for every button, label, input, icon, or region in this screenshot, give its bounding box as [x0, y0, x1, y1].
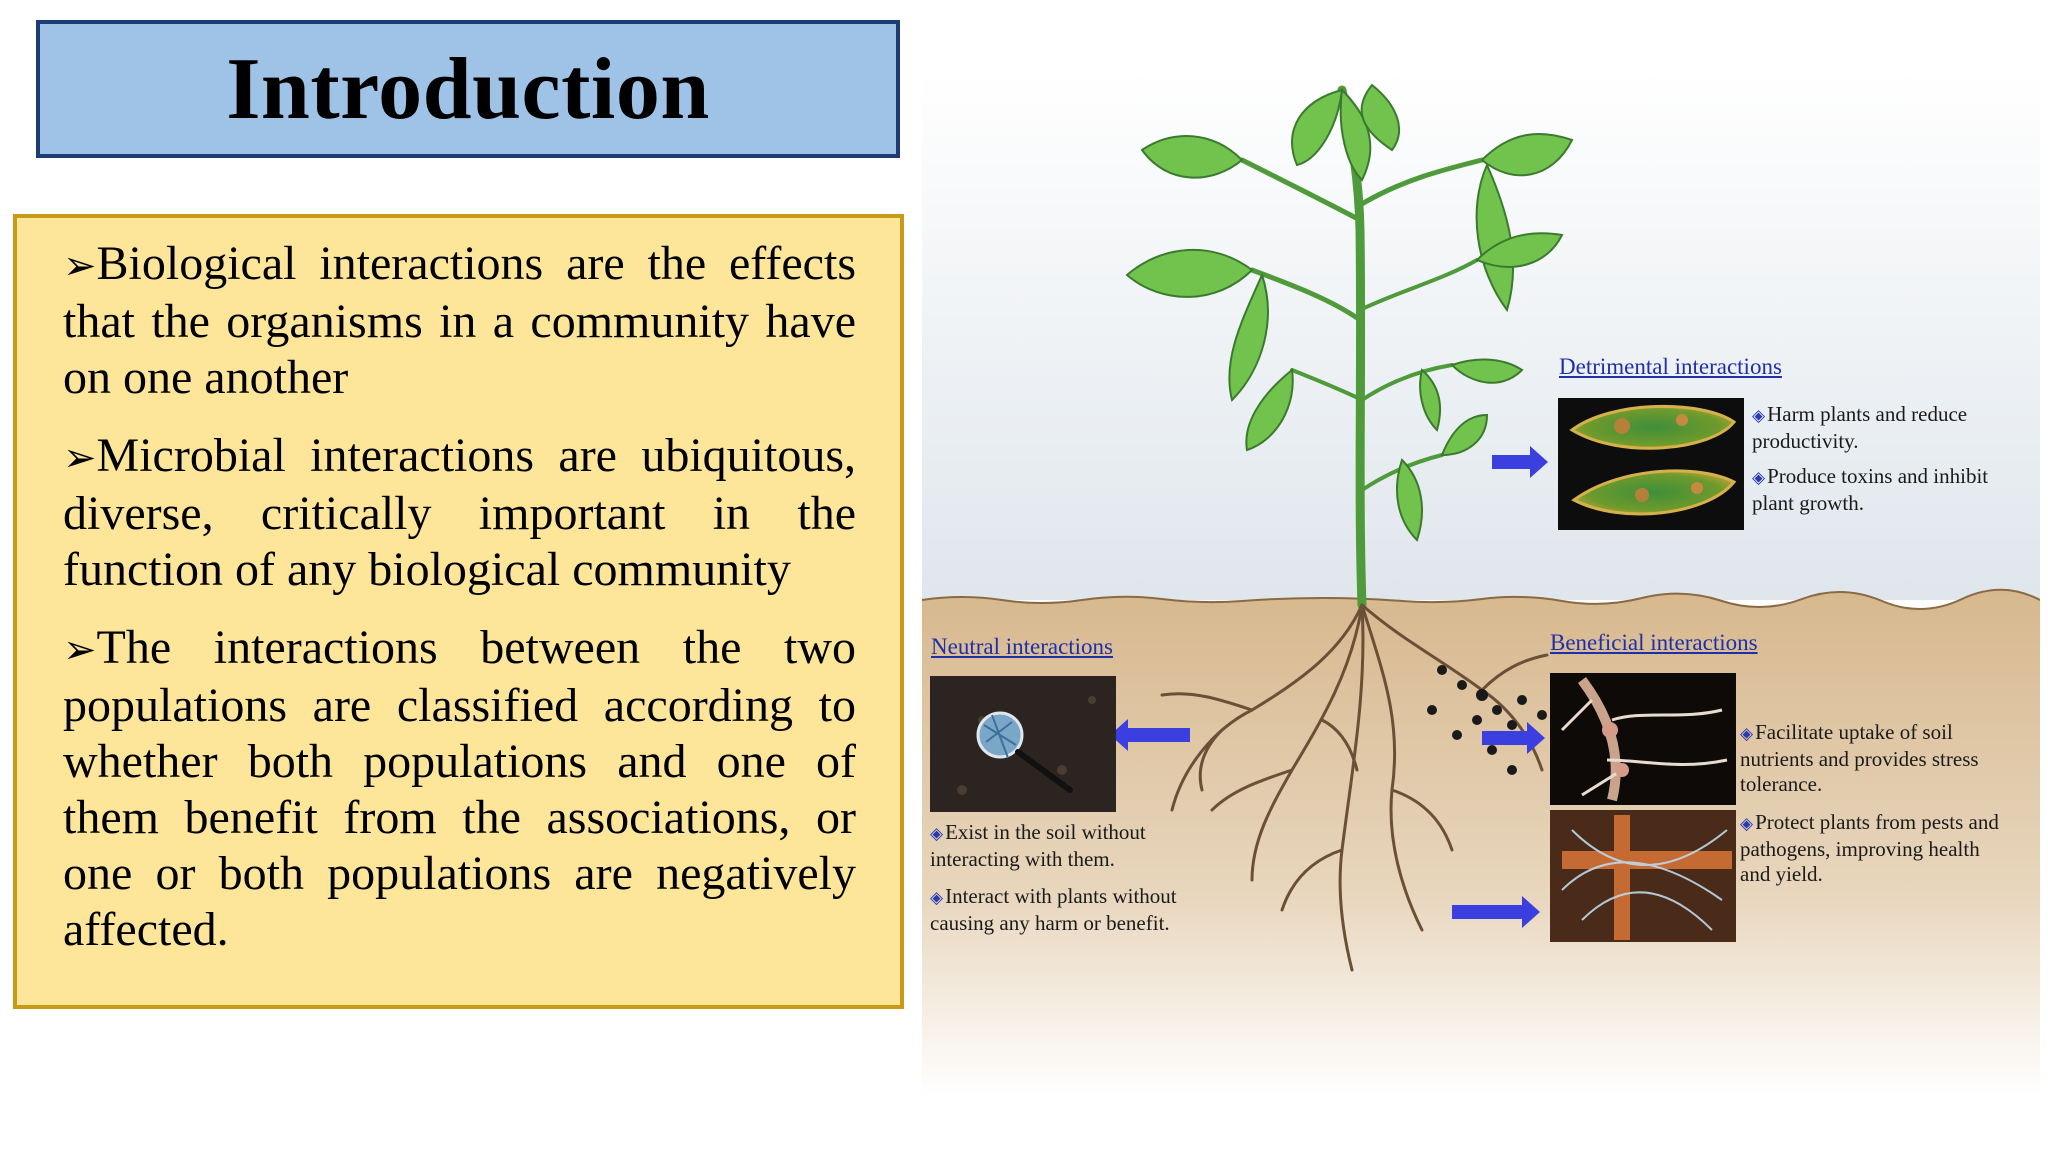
diamond-bullet-icon: ◈	[930, 888, 944, 908]
title-banner: Introduction	[36, 20, 900, 158]
intro-paragraph-1: ➢Biological interactions are the effects…	[63, 236, 856, 406]
detrimental-point-2: ◈Produce toxins and inhibit plant growth…	[1752, 464, 1989, 515]
diamond-bullet-icon: ◈	[930, 824, 944, 844]
neutral-point-1: ◈Exist in the soil without interacting w…	[930, 820, 1146, 871]
beneficial-point-1: ◈Facilitate uptake of soil nutrients and…	[1740, 720, 1979, 796]
detrimental-point-1: ◈Harm plants and reduce productivity.	[1752, 402, 1968, 453]
arrow-right-icon	[1482, 722, 1545, 754]
diamond-bullet-icon: ◈	[1740, 814, 1754, 834]
root-nodule-photo	[1550, 673, 1736, 805]
beneficial-heading: Beneficial interactions	[1550, 630, 1758, 655]
root-nodules	[1427, 665, 1547, 775]
diamond-bullet-icon: ◈	[1740, 724, 1754, 744]
detrimental-heading: Detrimental interactions	[1559, 354, 1782, 379]
plant-illustration	[922, 70, 2040, 1096]
mycorrhiza-photo	[1550, 810, 1736, 942]
arrow-right-icon	[1492, 446, 1548, 478]
arrow-left-icon	[1110, 719, 1190, 751]
soil-area	[922, 589, 2040, 1096]
slide-title: Introduction	[226, 40, 710, 138]
neutral-point-2: ◈Interact with plants without causing an…	[930, 884, 1177, 935]
arrow-bullet-icon: ➢	[63, 243, 97, 289]
intro-paragraph-3: ➢The interactions between the two popula…	[63, 620, 856, 958]
paragraph-text: The interactions between the two populat…	[63, 621, 856, 956]
plant-leaves	[1125, 83, 1574, 542]
diamond-bullet-icon: ◈	[1752, 406, 1766, 426]
paragraph-text: Microbial interactions are ubiquitous, d…	[63, 429, 856, 596]
soil-magnifier-photo	[930, 676, 1116, 812]
plant-microbe-diagram: Detrimental interactions ◈Harm plants an…	[922, 70, 2040, 1096]
arrow-bullet-icon: ➢	[63, 435, 97, 481]
intro-text-box: ➢Biological interactions are the effects…	[13, 214, 904, 1009]
arrow-right-icon	[1452, 896, 1540, 928]
paragraph-text: Biological interactions are the effects …	[63, 237, 856, 404]
arrow-bullet-icon: ➢	[63, 627, 97, 673]
interaction-arrows	[1110, 446, 1548, 928]
beneficial-point-2: ◈Protect plants from pests and pathogens…	[1740, 810, 1999, 886]
neutral-heading: Neutral interactions	[931, 634, 1114, 659]
sky-area	[922, 70, 2040, 600]
diseased-leaves-photo	[1558, 398, 1744, 530]
diamond-bullet-icon: ◈	[1752, 468, 1766, 488]
intro-paragraph-2: ➢Microbial interactions are ubiquitous, …	[63, 428, 856, 598]
